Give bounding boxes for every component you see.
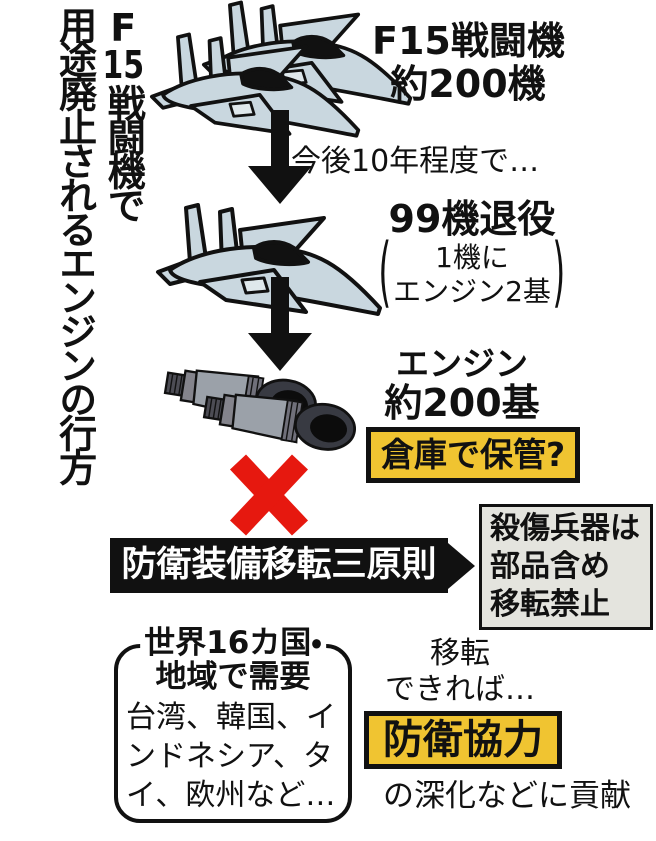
demand-box: 世界16カ国・ 地域で需要 台湾、韓国、インドネシア、タイ、欧州など…: [114, 626, 352, 823]
three-principles-banner: 防衛装備移転三原則: [110, 538, 448, 593]
step3-label: エンジン: [396, 344, 528, 383]
condition-line2: できれば…: [385, 672, 535, 707]
jet-engines-icon: [161, 360, 362, 462]
step3-count: 約200基: [384, 381, 540, 426]
outcome-result: の深化などに貢献: [383, 778, 631, 814]
ban-note-line3: 移転禁止: [490, 587, 610, 622]
step2-label-block: 99機退役: [376, 198, 568, 241]
step2-label: 99機退役: [388, 197, 556, 241]
headline-rest: 戦闘機で: [101, 84, 146, 220]
storage-highlight: 倉庫で保管?: [366, 427, 581, 483]
demand-countries: 台湾、韓国、インドネシア、タイ、欧州など…: [126, 700, 336, 814]
headline-f: F: [101, 6, 146, 46]
arrow1-note: 今後10年程度で…: [291, 144, 540, 179]
down-arrow-icon: [248, 110, 312, 204]
paren-text: 1機に エンジン2基: [393, 241, 551, 309]
defense-cooperation-highlight: 防衛協力: [364, 711, 562, 769]
condition-line1: 移転: [430, 636, 490, 671]
paren-open: (: [378, 229, 392, 319]
paren-line1: 1機に: [435, 241, 509, 274]
headline-15: 15: [102, 46, 145, 84]
step1-count: 約200機: [390, 61, 546, 106]
headline-line1: F15戦闘機で: [99, 6, 148, 566]
paren-line2: エンジン2基: [393, 275, 551, 308]
headline-line2: 用途廃止されるエンジンの行方: [52, 6, 97, 482]
step3-label-block: エンジン 約200基: [382, 344, 542, 426]
transfer-ban-note: 殺傷兵器は 部品含め 移転禁止: [479, 504, 653, 630]
ban-note-line2: 部品含め: [490, 549, 610, 584]
right-arrow-icon: [448, 543, 475, 589]
demand-title-line2: 地域で需要: [155, 659, 311, 695]
down-arrow-icon: [248, 277, 312, 371]
headline-vertical: F15戦闘機で 用途廃止されるエンジンの行方: [50, 6, 147, 566]
step1-label-block: F15戦闘機 約200機: [372, 19, 565, 106]
demand-title-line1: 世界16カ国・: [140, 626, 326, 660]
transfer-condition: 移転 できれば…: [372, 636, 548, 708]
step2-paren-note: ( 1機に エンジン2基 ): [368, 235, 576, 312]
prohibited-x-icon: [228, 452, 310, 538]
paren-close: ): [552, 229, 566, 319]
step1-label: F15戦闘機: [372, 19, 565, 63]
ban-note-line1: 殺傷兵器は: [490, 511, 640, 546]
